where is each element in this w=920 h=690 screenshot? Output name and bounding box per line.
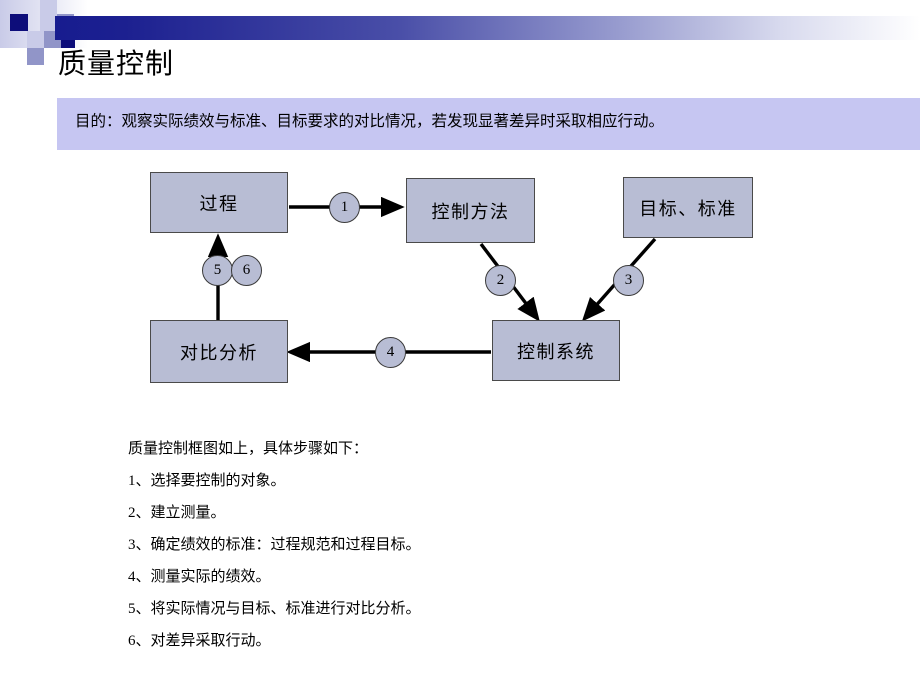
deco-square-light-lower	[27, 31, 44, 48]
step-item-4: 4、测量实际的绩效。	[128, 569, 271, 585]
step-item-2: 2、建立测量。	[128, 505, 226, 521]
step-marker-2[interactable]: 2	[485, 265, 516, 296]
flow-box-control-system[interactable]: 控制系统	[492, 320, 620, 381]
step-item-3: 3、确定绩效的标准：过程规范和过程目标。	[128, 537, 421, 553]
deco-square-navy	[10, 14, 28, 31]
deco-square-mid-bottom	[27, 48, 44, 65]
flow-box-label: 目标、标准	[639, 198, 737, 219]
step-item-5: 5、将实际情况与目标、标准进行对比分析。	[128, 601, 421, 617]
deco-square-light-upper	[40, 14, 57, 31]
step-marker-label: 4	[386, 344, 395, 360]
step-marker-label: 6	[242, 262, 251, 278]
steps-block: 质量控制框图如上，具体步骤如下： 1、选择要控制的对象。 2、建立测量。 3、确…	[128, 433, 828, 657]
step-marker-label: 3	[624, 272, 633, 288]
step-marker-3[interactable]: 3	[613, 265, 644, 296]
flow-box-comparison[interactable]: 对比分析	[150, 320, 288, 383]
flow-box-label: 控制系统	[517, 341, 595, 362]
flow-box-goal-standard[interactable]: 目标、标准	[623, 177, 753, 238]
step-marker-1[interactable]: 1	[329, 192, 360, 223]
steps-intro: 质量控制框图如上，具体步骤如下：	[128, 441, 369, 457]
purpose-banner: 目的：观察实际绩效与标准、目标要求的对比情况，若发现显著差异时采取相应行动。	[57, 98, 920, 150]
flow-box-control-method[interactable]: 控制方法	[406, 178, 535, 243]
header-decoration	[0, 0, 920, 65]
step-marker-label: 5	[213, 262, 222, 278]
page-title: 质量控制	[58, 48, 175, 79]
step-marker-label: 1	[340, 199, 349, 215]
deco-square-light-top	[40, 0, 57, 14]
step-marker-5[interactable]: 5	[202, 255, 233, 286]
step-item-6: 6、对差异采取行动。	[128, 633, 271, 649]
flow-box-process[interactable]: 过程	[150, 172, 288, 233]
step-marker-6[interactable]: 6	[231, 255, 262, 286]
step-item-1: 1、选择要控制的对象。	[128, 473, 286, 489]
purpose-text: 目的：观察实际绩效与标准、目标要求的对比情况，若发现显著差异时采取相应行动。	[75, 113, 665, 130]
step-marker-4[interactable]: 4	[375, 337, 406, 368]
title-gradient-bar	[55, 16, 920, 40]
step-marker-label: 2	[496, 272, 505, 288]
flow-box-label: 对比分析	[180, 342, 258, 363]
flow-box-label: 过程	[199, 193, 239, 214]
flow-box-label: 控制方法	[431, 201, 510, 222]
